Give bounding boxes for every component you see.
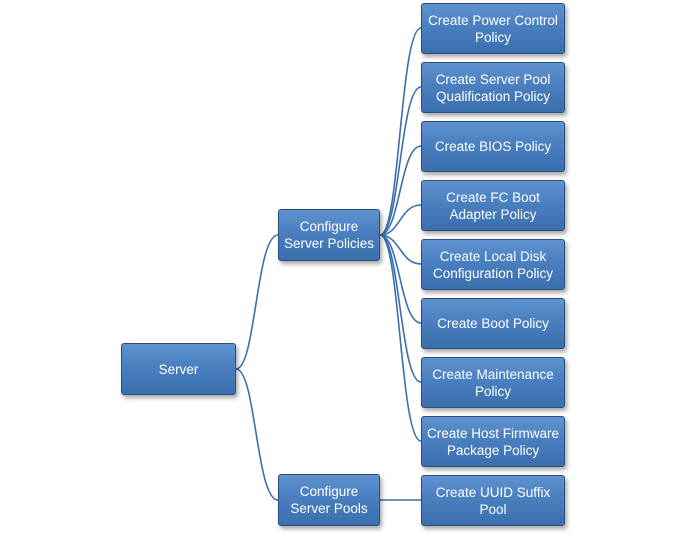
node-create-power-control-policy[interactable]: Create Power Control Policy (421, 3, 565, 54)
node-create-maintenance-policy-label: Create Maintenance Policy (432, 366, 554, 399)
connector-policies-to-power (379, 27, 422, 236)
connector-policies-to-qual (379, 86, 422, 236)
node-configure-server-pools-label: Configure Server Pools (290, 484, 368, 516)
node-create-fc-boot-adapter-policy[interactable]: Create FC Boot Adapter Policy (421, 180, 565, 231)
connector-policies-to-bios (379, 145, 422, 236)
node-create-boot-policy-label: Create Boot Policy (437, 316, 549, 331)
node-create-local-disk-configuration-policy-label: Create Local Disk Configuration Policy (432, 248, 554, 281)
node-create-local-disk-configuration-policy[interactable]: Create Local Disk Configuration Policy (421, 239, 565, 290)
node-create-power-control-policy-label: Create Power Control Policy (428, 12, 558, 45)
node-configure-server-policies-label: Configure Server Policies (283, 219, 375, 251)
node-create-boot-policy[interactable]: Create Boot Policy (421, 298, 565, 349)
node-create-bios-policy-label: Create BIOS Policy (434, 139, 552, 154)
node-create-host-firmware-package-policy[interactable]: Create Host Firmware Package Policy (421, 416, 565, 467)
node-server-label: Server (158, 361, 199, 377)
node-create-server-pool-qualification-policy[interactable]: Create Server Pool Qualification Policy (421, 62, 565, 113)
node-create-maintenance-policy[interactable]: Create Maintenance Policy (421, 357, 565, 408)
node-create-uuid-suffix-pool-label: Create UUID Suffix Pool (435, 484, 551, 517)
connector-policies-to-fc (379, 204, 422, 236)
node-create-server-pool-qualification-policy-label: Create Server Pool Qualification Policy (435, 71, 551, 104)
node-create-uuid-suffix-pool[interactable]: Create UUID Suffix Pool (421, 475, 565, 526)
node-create-host-firmware-package-policy-label: Create Host Firmware Package Policy (426, 425, 560, 458)
connector-server-to-pools (235, 368, 279, 501)
connector-policies-to-maint (379, 234, 422, 383)
connector-policies-to-firmware (379, 234, 422, 442)
node-create-fc-boot-adapter-policy-label: Create FC Boot Adapter Policy (446, 189, 540, 222)
connector-policies-to-boot (379, 234, 422, 324)
node-server[interactable]: Server (121, 343, 236, 395)
node-configure-server-pools[interactable]: Configure Server Pools (278, 474, 380, 526)
node-create-bios-policy[interactable]: Create BIOS Policy (421, 121, 565, 172)
connector-policies-to-disk (379, 234, 422, 265)
node-configure-server-policies[interactable]: Configure Server Policies (278, 209, 380, 261)
connector-server-to-policies (235, 234, 279, 370)
